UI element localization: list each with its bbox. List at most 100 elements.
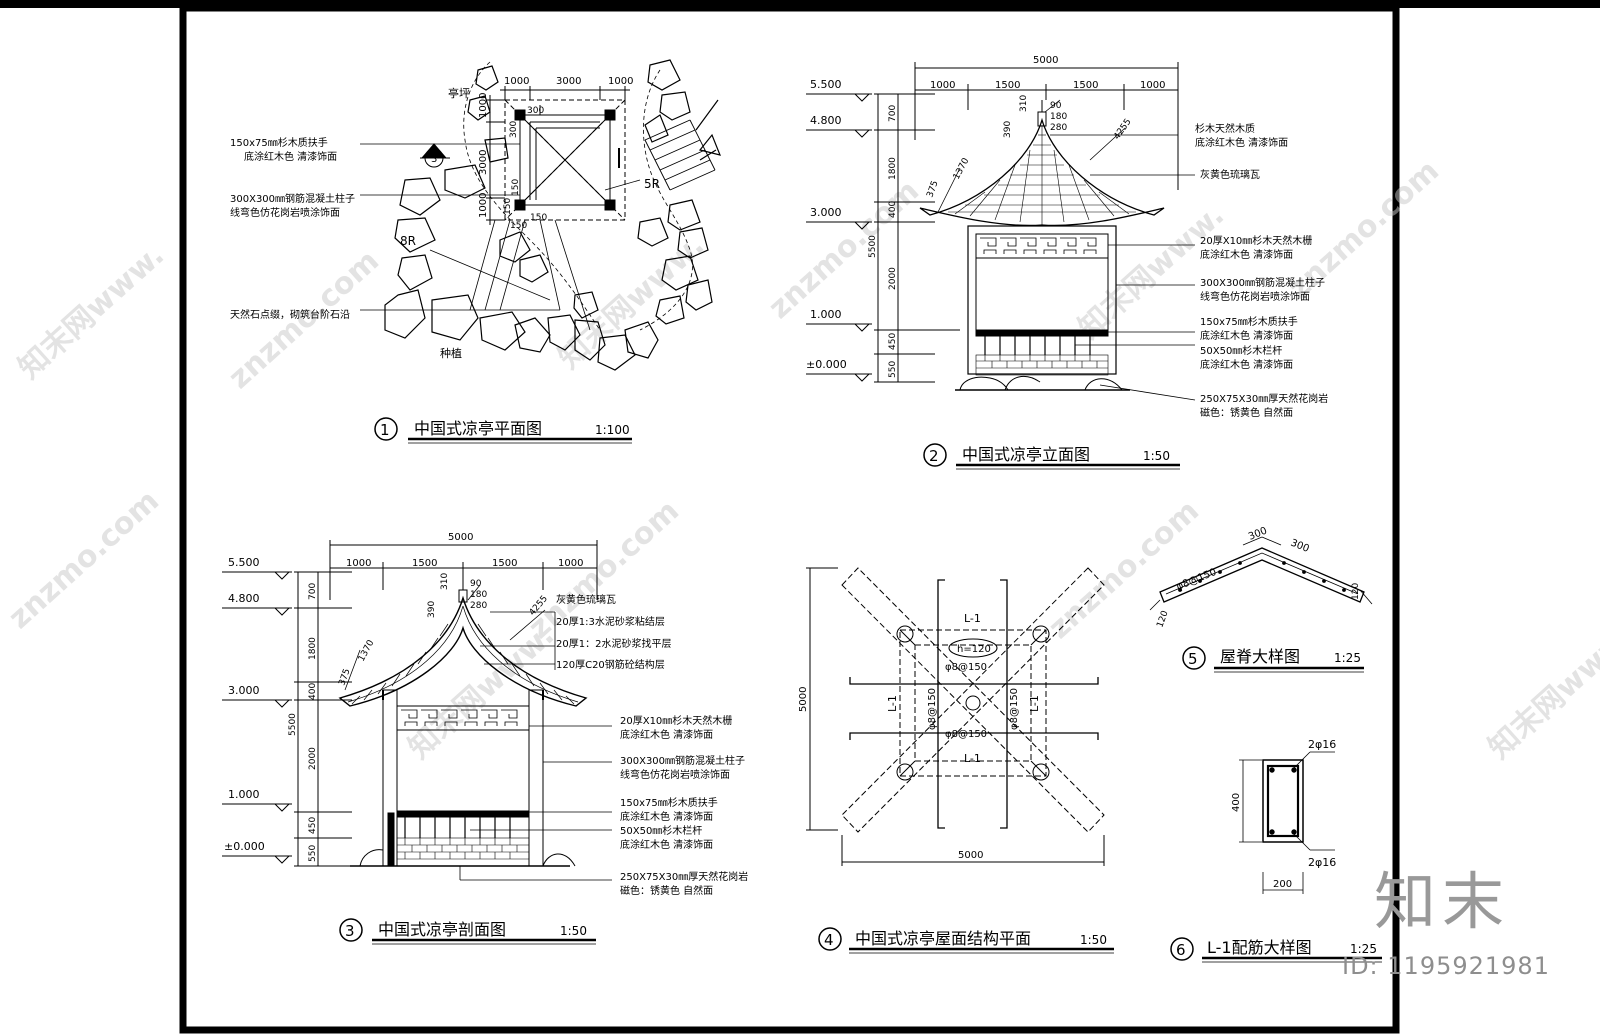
plan-label: 亭坪 bbox=[448, 86, 470, 100]
dim-text: 150 bbox=[530, 213, 547, 223]
rebar-label: φ8@150 bbox=[945, 662, 987, 673]
level-text: ±0.000 bbox=[224, 840, 265, 853]
dim-text: 390 bbox=[427, 601, 437, 618]
roof-section bbox=[338, 595, 588, 707]
thickness-tag bbox=[948, 638, 998, 658]
elevation-note: 150x75㎜杉木质扶手 bbox=[1200, 315, 1298, 328]
drawing-scale: 1:25 bbox=[1334, 651, 1361, 665]
elevation-note: 灰黄色琉璃瓦 bbox=[1200, 168, 1260, 181]
drawing-title: 屋脊大样图 bbox=[1220, 647, 1300, 666]
dim-text: 300 bbox=[1289, 538, 1311, 555]
dim-text: 2000 bbox=[308, 747, 318, 770]
dim-text: 1000 bbox=[478, 193, 489, 218]
section-note: 底涂红木色 清漆饰面 bbox=[620, 810, 713, 823]
beam-detail-title: 6 L-1配筋大样图 1:25 bbox=[1170, 937, 1382, 963]
dim-text: 300 bbox=[1247, 525, 1269, 542]
dim-text: 4255 bbox=[1112, 117, 1133, 141]
drawing-title: 中国式凉亭平面图 bbox=[414, 419, 542, 438]
drawing-number: 3 bbox=[345, 922, 355, 940]
dim-text: 400 bbox=[888, 201, 898, 218]
level-lines bbox=[806, 93, 960, 383]
dim-text: 1500 bbox=[412, 558, 437, 569]
drawing-scale: 1:50 bbox=[560, 924, 587, 938]
elevation-title: 2 中国式凉亭立面图 1:50 bbox=[923, 443, 1180, 470]
dim-text: 3000 bbox=[478, 150, 489, 175]
pavilion-body bbox=[967, 225, 1117, 375]
dim-text: 1500 bbox=[492, 558, 517, 569]
dim-text: 375 bbox=[337, 667, 352, 687]
drawing-title: 中国式凉亭立面图 bbox=[962, 445, 1090, 464]
elevation-note: 底涂红木色 清漆饰面 bbox=[1200, 329, 1293, 342]
plan-note: 150x75㎜杉木质扶手 bbox=[230, 136, 328, 149]
dim-text: 310 bbox=[1019, 95, 1029, 112]
dim-text: 5000 bbox=[798, 687, 809, 712]
beam-label: L-1 bbox=[1028, 695, 1041, 712]
drawing-title: 中国式凉亭剖面图 bbox=[378, 920, 506, 939]
dim-text: 90 bbox=[1050, 101, 1062, 111]
dim-text: 375 bbox=[925, 179, 940, 199]
column-base bbox=[387, 812, 395, 867]
dim-text: 1800 bbox=[308, 637, 318, 660]
beam-section bbox=[1262, 759, 1304, 843]
rebar-label: φ8@150 bbox=[1175, 567, 1218, 593]
stone-base bbox=[975, 354, 1109, 376]
section-text: 5000 1000 1500 1500 1000 5.500 4.800 3.0… bbox=[224, 532, 748, 897]
plan-label: 种植 bbox=[440, 346, 462, 360]
elevation-note: 250X75X30㎜厚天然花岗岩 bbox=[1200, 392, 1328, 405]
level-lines bbox=[222, 571, 352, 867]
roof-plan-text: 5000 5000 L-1 L-1 L-1 L-1 h=120 φ8@150 φ… bbox=[798, 612, 1041, 861]
watermark-text: znzmo.com bbox=[2, 483, 166, 636]
column-circle bbox=[1032, 763, 1050, 781]
beam-label: L-1 bbox=[886, 695, 899, 712]
dim-text: 180 bbox=[470, 590, 487, 600]
dim-text: 1000 bbox=[558, 558, 583, 569]
elevation-note: 底涂红木色 清漆饰面 bbox=[1195, 136, 1288, 149]
watermarks: 知末网www. znzmo.com 知末网www. znzmo.com 知末网w… bbox=[2, 153, 1600, 766]
rebar-label: 2φ16 bbox=[1308, 738, 1336, 751]
thickness-label: h=120 bbox=[957, 644, 991, 655]
elevation-note: 底涂红木色 清漆饰面 bbox=[1200, 358, 1293, 371]
dim-text: 300 bbox=[509, 121, 519, 138]
watermark-text: znzmo.com bbox=[762, 173, 926, 326]
drawing-number: 4 bbox=[824, 931, 834, 949]
section-note: 底涂红木色 清漆饰面 bbox=[620, 728, 713, 741]
roof-tiles bbox=[948, 125, 1136, 225]
lattice-band bbox=[396, 705, 530, 731]
stone-outlines bbox=[384, 65, 659, 371]
ridge-outline bbox=[1159, 547, 1365, 603]
beam-label: L-1 bbox=[964, 752, 981, 765]
elevation-note: 20厚X10㎜杉木天然木栅 bbox=[1200, 234, 1312, 247]
dim-text: 300 bbox=[527, 106, 544, 116]
dim-text: 450 bbox=[308, 817, 318, 834]
plan-note: 300X300㎜钢筋混凝土柱子 bbox=[230, 192, 355, 205]
dim-text: 1800 bbox=[888, 157, 898, 180]
roof-layer-note: 120厚C20钢筋砼结构层 bbox=[556, 658, 665, 671]
rebar-label: φ8@150 bbox=[927, 688, 938, 730]
column-right bbox=[528, 689, 544, 867]
level-text: ±0.000 bbox=[806, 358, 847, 371]
roof-layer-note: 20厚1：2水泥砂浆找平层 bbox=[556, 637, 671, 650]
beam-detail-text: 2φ16 2φ16 400 200 bbox=[1231, 738, 1336, 890]
dim-text: 1000 bbox=[478, 93, 489, 118]
plan-drawing bbox=[360, 59, 721, 371]
section-note: 300X300㎜钢筋混凝土柱子 bbox=[620, 754, 745, 767]
drawing-scale: 1:25 bbox=[1350, 942, 1377, 956]
dim-text: 700 bbox=[308, 583, 318, 600]
drawing-scale: 1:100 bbox=[595, 423, 630, 437]
handrail bbox=[396, 810, 530, 818]
column-circle bbox=[1032, 625, 1050, 643]
plan-text: 1000 3000 1000 1000 3000 1000 300 300 15… bbox=[230, 76, 660, 360]
section-note: 线弯色仿花岗岩喷涂饰面 bbox=[620, 768, 730, 781]
ridge-detail-drawing bbox=[1149, 536, 1373, 611]
dim-text: 1500 bbox=[995, 80, 1020, 91]
brand-watermark: 知末 ID: 1195921981 bbox=[1342, 870, 1549, 981]
top-band bbox=[0, 0, 1600, 8]
dim-text: 400 bbox=[308, 683, 318, 700]
elevation-note: 300X300㎜钢筋混凝土柱子 bbox=[1200, 276, 1325, 289]
dim-text: 5000 bbox=[448, 532, 473, 543]
diagonal-beams bbox=[841, 567, 1105, 833]
roof-plan-title: 4 中国式凉亭屋面结构平面 1:50 bbox=[818, 927, 1114, 954]
beam-detail-drawing bbox=[1239, 751, 1335, 894]
drawing-scale: 1:50 bbox=[1080, 933, 1107, 947]
